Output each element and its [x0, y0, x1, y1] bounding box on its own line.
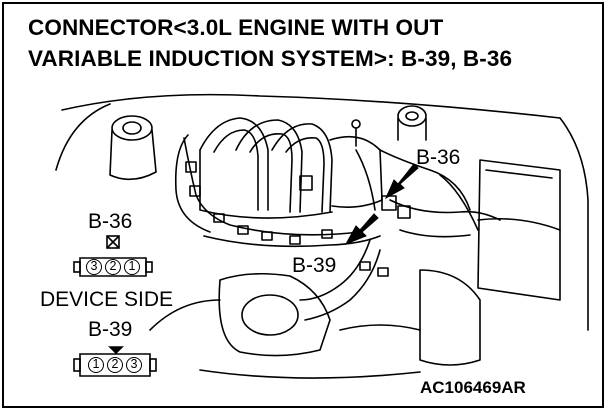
b39-pin: 1: [88, 357, 104, 373]
figure-code: AC106469AR: [420, 378, 526, 397]
diagram-title: CONNECTOR<3.0L ENGINE WITH OUT VARIABLE …: [28, 12, 588, 74]
connector-b39-label: B-39: [88, 318, 133, 341]
b36-pin: 2: [105, 259, 121, 275]
callout-b36-label: B-36: [416, 146, 461, 169]
title-line-2: VARIABLE INDUCTION SYSTEM>: B-39, B-36: [28, 46, 513, 71]
title-line-1: CONNECTOR<3.0L ENGINE WITH OUT: [28, 15, 444, 40]
callout-b39-label: B-39: [292, 254, 337, 277]
connector-b36-label: B-36: [88, 210, 133, 233]
b36-pin: 1: [124, 259, 140, 275]
b36-pin: 3: [86, 259, 102, 275]
diagram-frame: [2, 2, 604, 408]
b39-pin: 2: [107, 357, 123, 373]
b36-key-box: [106, 235, 120, 249]
b39-pin: 3: [126, 357, 142, 373]
device-side-label: DEVICE SIDE: [40, 288, 174, 311]
